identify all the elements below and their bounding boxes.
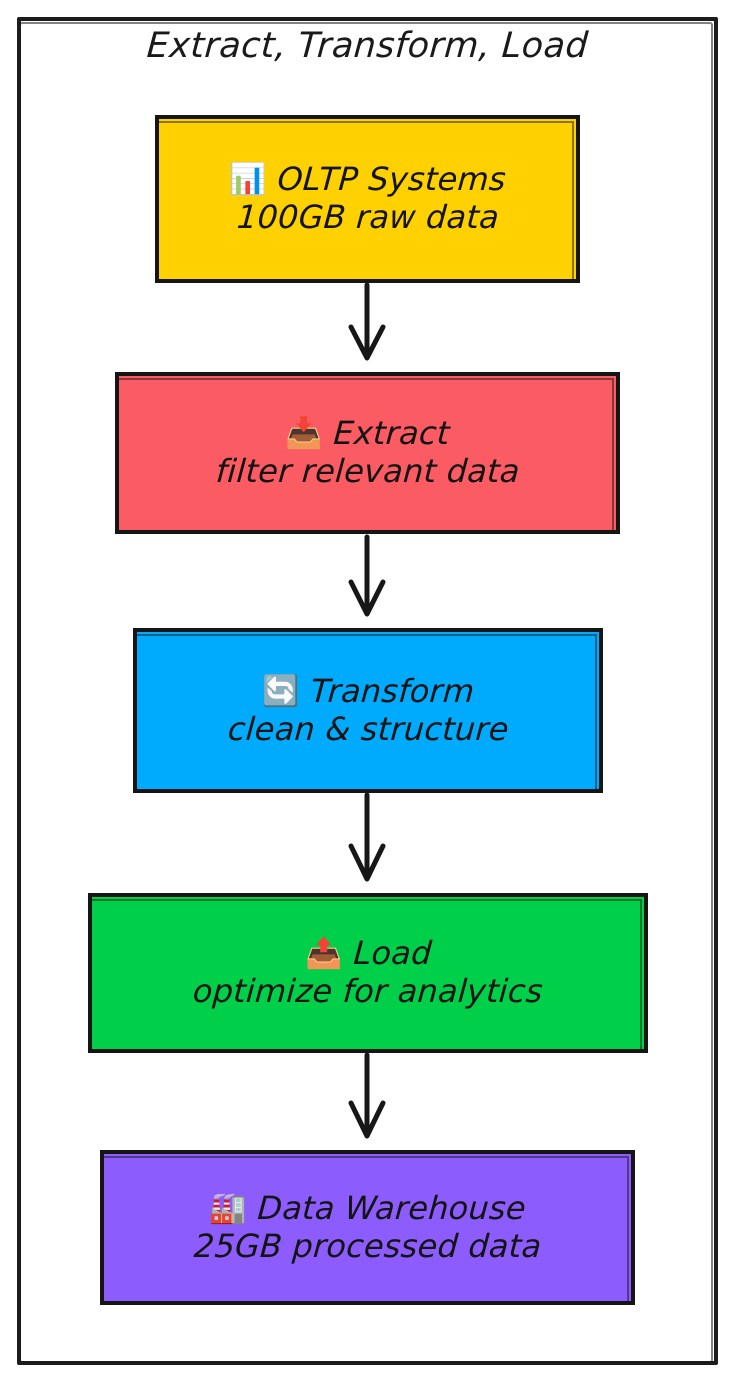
node-load-line1: 📤 Load [303, 934, 433, 973]
node-load[interactable]: 📤 Load optimize for analytics [88, 893, 648, 1053]
node-warehouse-title: Data Warehouse [256, 1188, 528, 1227]
node-transform[interactable]: 🔄 Transform clean & structure [133, 628, 603, 793]
node-warehouse-subtitle: 25GB processed data [192, 1226, 543, 1265]
node-transform-title: Transform [309, 671, 476, 710]
factory-icon: 🏭 [209, 1190, 247, 1226]
node-extract-title: Extract [332, 414, 452, 453]
node-oltp-systems[interactable]: 📊 OLTP Systems 100GB raw data [155, 115, 580, 283]
node-load-subtitle: optimize for analytics [191, 972, 545, 1010]
node-oltp-line1: 📊 OLTP Systems [228, 160, 508, 199]
subgraph-frame [17, 17, 718, 1365]
node-extract[interactable]: 📥 Extract filter relevant data [115, 372, 620, 534]
node-warehouse-line1: 🏭 Data Warehouse [208, 1188, 528, 1228]
node-transform-line1: 🔄 Transform [261, 671, 476, 711]
node-oltp-subtitle: 100GB raw data [235, 198, 500, 236]
node-data-warehouse[interactable]: 🏭 Data Warehouse 25GB processed data [100, 1150, 635, 1305]
node-extract-line1: 📥 Extract [284, 414, 452, 453]
refresh-arrows-icon: 🔄 [261, 673, 300, 709]
node-extract-subtitle: filter relevant data [214, 452, 521, 490]
node-oltp-title: OLTP Systems [276, 160, 508, 199]
bar-chart-icon: 📊 [229, 162, 267, 198]
outbox-tray-icon: 📤 [304, 936, 343, 972]
node-transform-subtitle: clean & structure [226, 709, 510, 748]
diagram-title: Extract, Transform, Load [145, 26, 590, 66]
inbox-tray-icon: 📥 [285, 416, 323, 452]
node-load-title: Load [351, 934, 433, 973]
